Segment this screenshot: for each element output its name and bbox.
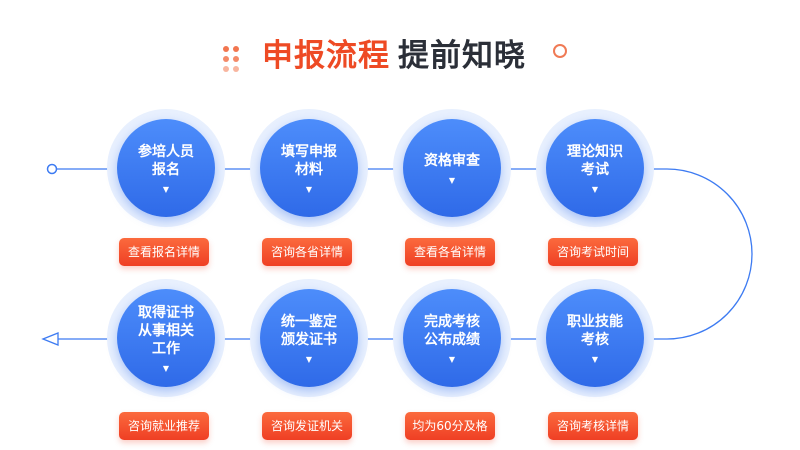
consult-assessment-button[interactable]: 咨询考核详情 [548, 412, 638, 440]
step-label: 职业技能 考核 [567, 313, 623, 348]
caret-down-icon: ▼ [448, 175, 456, 185]
circle-marker-icon [46, 163, 58, 175]
step-label: 取得证书 从事相关 工作 [138, 304, 194, 357]
page-title-highlight: 申报流程 [262, 38, 390, 74]
step-node-4: 理论知识 考试 ▼ [536, 109, 654, 227]
caret-down-icon: ▼ [591, 354, 599, 364]
step-label: 完成考核 公布成绩 [424, 313, 480, 348]
view-province-button[interactable]: 查看各省详情 [405, 238, 495, 266]
caret-down-icon: ▼ [162, 184, 170, 194]
view-registration-button[interactable]: 查看报名详情 [119, 238, 209, 266]
step-node-7: 统一鉴定 颁发证书 ▼ [250, 279, 368, 397]
step-node-5: 职业技能 考核 ▼ [536, 279, 654, 397]
dots-decoration-icon [223, 46, 251, 80]
step-label: 参培人员 报名 [138, 143, 194, 178]
triangle-arrow-icon [41, 332, 59, 346]
consult-issuer-button[interactable]: 咨询发证机关 [262, 412, 352, 440]
step-node-3: 资格审查 ▼ [393, 109, 511, 227]
ring-decoration-icon [553, 44, 567, 58]
step-label: 理论知识 考试 [567, 143, 623, 178]
consult-employment-button[interactable]: 咨询就业推荐 [119, 412, 209, 440]
caret-down-icon: ▼ [305, 184, 313, 194]
step-label: 填写申报 材料 [281, 143, 337, 178]
consult-exam-time-button[interactable]: 咨询考试时间 [548, 238, 638, 266]
step-node-6: 完成考核 公布成绩 ▼ [393, 279, 511, 397]
step-node-2: 填写申报 材料 ▼ [250, 109, 368, 227]
step-label: 统一鉴定 颁发证书 [281, 313, 337, 348]
step-node-8: 取得证书 从事相关 工作 ▼ [107, 279, 225, 397]
step-node-1: 参培人员 报名 ▼ [107, 109, 225, 227]
flow-line-curve [666, 168, 753, 340]
caret-down-icon: ▼ [448, 354, 456, 364]
caret-down-icon: ▼ [305, 354, 313, 364]
passing-score-button[interactable]: 均为60分及格 [405, 412, 495, 440]
step-label: 资格审查 [424, 152, 480, 169]
caret-down-icon: ▼ [591, 184, 599, 194]
page-header: 申报流程 提前知晓 [0, 22, 800, 82]
page-title: 提前知晓 [398, 38, 526, 74]
consult-province-button[interactable]: 咨询各省详情 [262, 238, 352, 266]
caret-down-icon: ▼ [162, 363, 170, 373]
